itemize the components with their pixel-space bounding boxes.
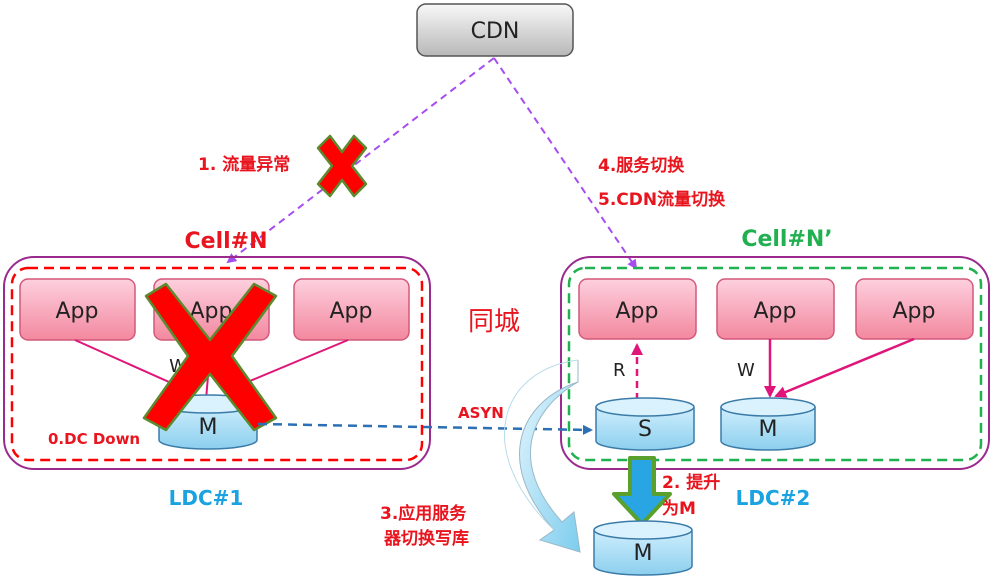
step-5-label: 5.CDN流量切换 [598,189,726,210]
app-switch-curved-arrow-icon [503,359,581,553]
app-label: App [330,299,373,324]
read-label: R [613,360,626,381]
ldc2-app-3: App [855,278,974,340]
cdn-to-ldc1-arrow [226,57,495,264]
ldc1-container [3,256,431,470]
ldc2-master-db: M [720,397,816,451]
app-label: App [754,299,797,324]
ldc1-app-3: App [293,278,410,341]
dc-down-cross-icon [142,282,278,432]
cell-n-prime-title: Cell#N’ [741,227,832,252]
step-3-label-line1: 3.应用服务 [380,503,467,524]
app-label: App [616,299,659,324]
cdn-label: CDN [471,19,520,44]
db-label: M [199,415,218,440]
ldc2-label: LDC#2 [736,486,811,510]
async-label: ASYN [458,404,504,422]
cell-n-prime-boundary [567,266,983,462]
step-4-label: 4.服务切换 [598,155,685,176]
step-3-label-line2: 器切换写库 [383,528,469,549]
cdn-to-ldc2-arrow [493,57,638,270]
cdn-node: CDN [416,3,574,57]
promoted-master-db: M [593,520,693,576]
step-2-label-line2: 为M [662,498,696,519]
app-label: App [56,299,99,324]
db-label: S [638,417,652,442]
promote-down-arrow-icon [612,456,672,526]
cell-n-title: Cell#N [185,229,268,254]
write-label: W [737,360,755,381]
ldc1-label: LDC#1 [169,486,244,510]
traffic-cut-cross-icon [316,134,368,198]
app-label: App [893,299,936,324]
step-2-label-line1: 2. 提升 [662,473,720,493]
dc-down-label: 0.DC Down [48,430,140,448]
db-label: M [634,541,653,566]
ldc1-app1-db-line [74,339,179,387]
async-replication-arrow [257,422,593,435]
ldc2-app-2: App [716,278,835,340]
ldc1-app-1: App [19,278,136,341]
write-arrow-right [774,337,915,398]
db-label: M [759,417,778,442]
cell-n-boundary [10,266,424,462]
step-1-label: 1. 流量异常 [198,154,290,175]
ldc2-app-1: App [578,278,697,340]
same-city-label: 同城 [468,307,520,337]
ldc2-slave-db: S [595,397,695,451]
ldc1-app3-db-line [237,339,349,387]
